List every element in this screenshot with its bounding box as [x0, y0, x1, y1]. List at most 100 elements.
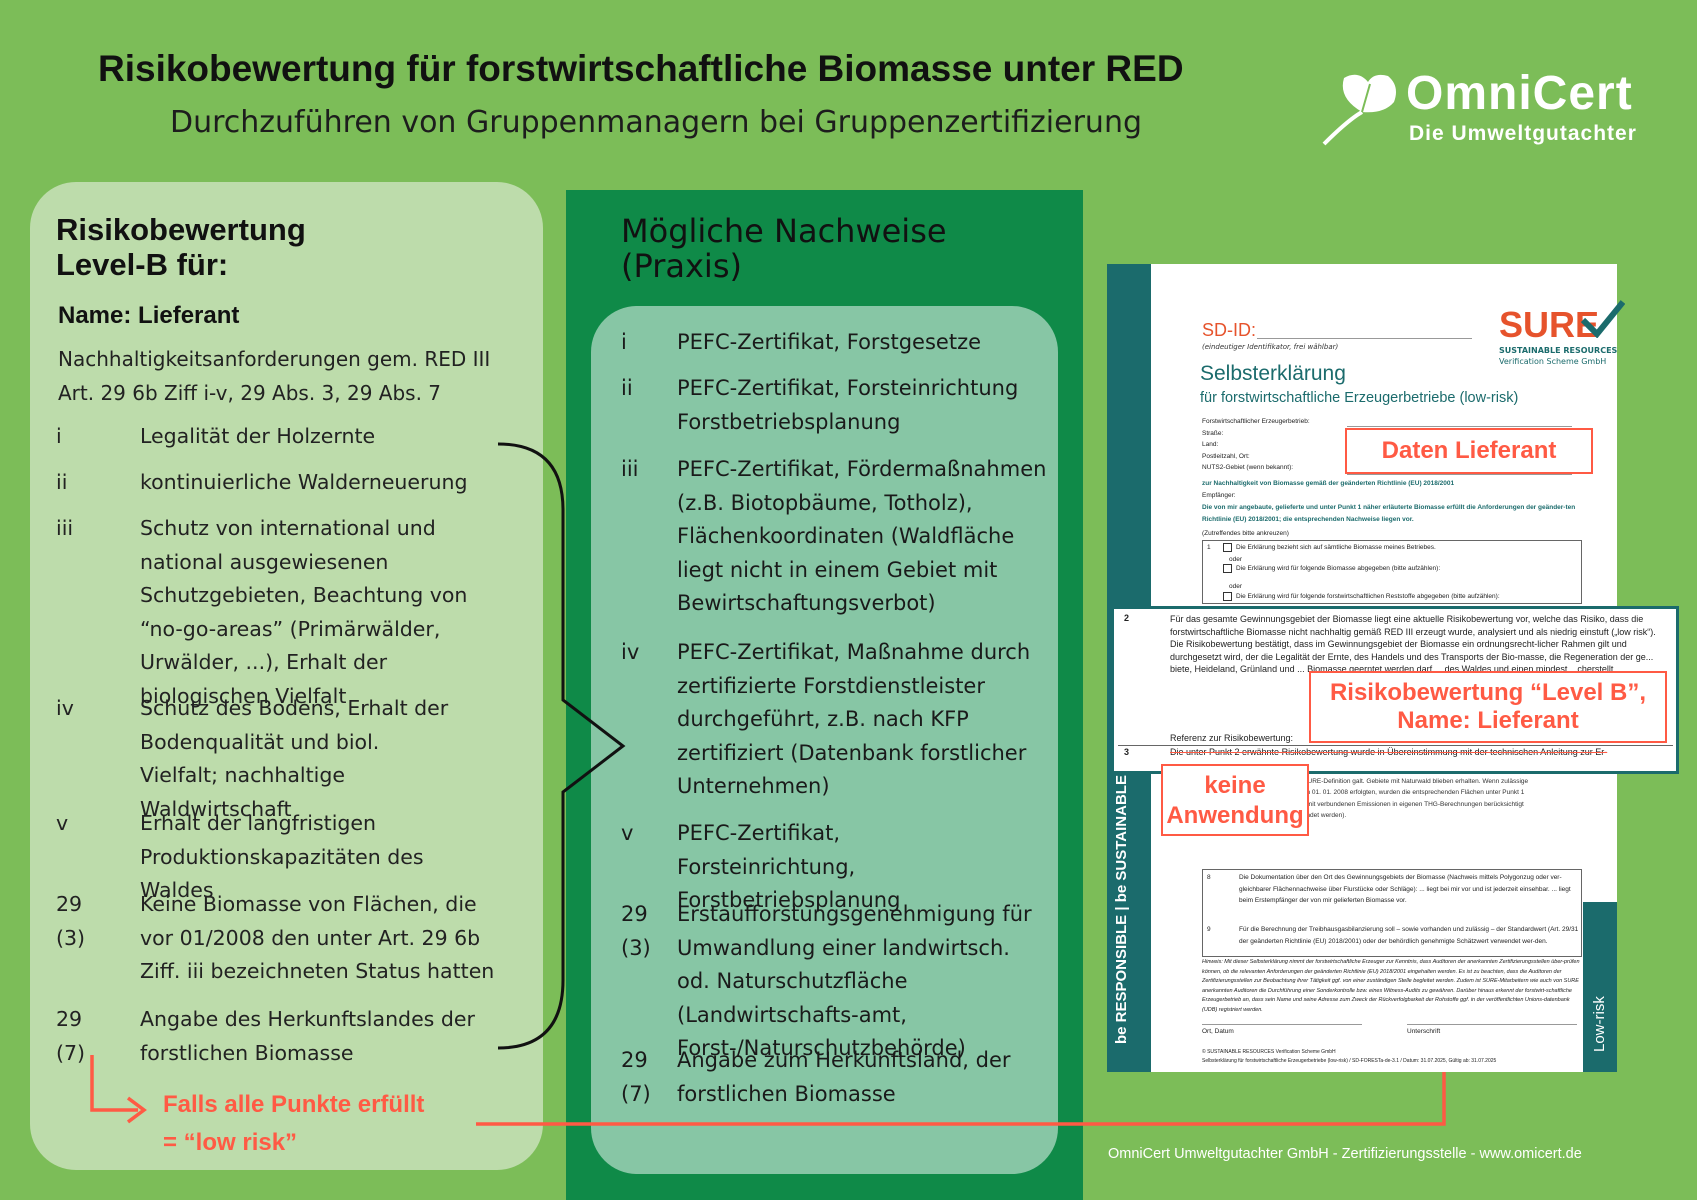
document-right-bar: Low-risk — [1583, 902, 1617, 1072]
item-number: 29 (3) — [56, 892, 86, 950]
ort-datum: Ort, Datum — [1202, 1028, 1234, 1035]
document-title: Selbsterklärung — [1200, 362, 1346, 385]
item-number: v — [56, 811, 69, 835]
item-number: 29 (7) — [621, 1048, 651, 1106]
omnicert-logo: OmniCert Die Umweltgutachter — [1318, 66, 1658, 156]
middle-heading: Mögliche Nachweise (Praxis) — [621, 214, 947, 284]
checkmark-icon — [1581, 300, 1625, 338]
low-risk-conclusion: Falls alle Punkte erfüllt = “low risk” — [163, 1086, 424, 1162]
requirement-item: 29 (7) Angabe des Herkunftslandes der fo… — [56, 1003, 486, 1070]
requirements-line1: Nachhaltigkeitsanforderungen gem. RED II… — [58, 347, 491, 371]
sure-line2: Verification Scheme GmbH — [1499, 357, 1607, 366]
item-number: i — [56, 424, 62, 448]
item-text: PEFC-Zertifikat, Forsteinrichtung, Forst… — [677, 821, 901, 912]
sure-wordmark: SURE — [1499, 304, 1600, 345]
evidence-item: v PEFC-Zertifikat, Forsteinrichtung, For… — [621, 817, 1021, 918]
zoom-text: Für das gesamte Gewinnungsgebiet der Bio… — [1170, 614, 1656, 674]
item-text: PEFC-Zertifikat, Fördermaßnahmen (z.B. B… — [677, 457, 1047, 615]
directive-line: zur Nachhaltigkeit von Biomasse gemäß de… — [1202, 480, 1455, 487]
options-box: 1 Die Erklärung bezieht sich auf sämtlic… — [1202, 540, 1582, 604]
document-subtitle: für forstwirtschaftliche Erzeugerbetrieb… — [1200, 390, 1519, 406]
form-fields: Forstwirtschaftlicher Erzeugerbetrieb: S… — [1202, 416, 1310, 474]
left-name: Name: Lieferant — [58, 302, 240, 329]
checkbox[interactable] — [1223, 591, 1232, 601]
logo-brand: OmniCert — [1406, 67, 1633, 120]
item-text: PEFC-Zertifikat, Forstgesetze — [677, 330, 982, 354]
risk-assessment-panel: Risikobewertung Level-B für: Name: Liefe… — [30, 182, 543, 1170]
checkbox[interactable] — [1223, 563, 1232, 573]
item-text: Angabe des Herkunftslandes der forstlich… — [140, 1007, 475, 1065]
callout-risk-line1: Risikobewertung “Level B”, — [1329, 679, 1647, 706]
requirements-text: Nachhaltigkeitsanforderungen gem. RED II… — [58, 342, 528, 410]
callout-risk-line2: Name: Lieferant — [1397, 707, 1579, 734]
item-text: Legalität der Holzernte — [140, 424, 376, 448]
callout-daten-lieferant: Daten Lieferant — [1345, 428, 1593, 474]
zoom-reference: Referenz zur Risikobewertung: — [1170, 733, 1294, 743]
left-heading-line2: Level-B für: — [56, 247, 229, 282]
item-number: i — [621, 330, 627, 354]
copyright: © SUSTAINABLE RESOURCES Verification Sch… — [1202, 1049, 1336, 1055]
conclusion-arrow — [90, 1055, 138, 1112]
evidence-item: iii PEFC-Zertifikat, Fördermaßnahmen (z.… — [621, 453, 1056, 621]
item-number: 29 (3) — [621, 902, 651, 960]
left-heading: Risikobewertung Level-B für: — [56, 212, 306, 282]
arrow-head-icon — [126, 1096, 147, 1124]
item-text: Angabe zum Herkunftsland, der forstliche… — [677, 1048, 1011, 1106]
item-text: Schutz von international und national au… — [140, 516, 468, 708]
conclusion-line2: = “low risk” — [163, 1129, 298, 1156]
sure-logo: SURE SUSTAINABLE RESOURCES Verification … — [1499, 300, 1625, 366]
callout-keine-line2: Anwendung — [1166, 802, 1304, 829]
oder-label: oder — [1229, 556, 1243, 563]
evidence-list: i PEFC-Zertifikat, Forstgesetze ii PEFC-… — [591, 306, 1058, 1174]
middle-heading-line2: (Praxis) — [621, 247, 742, 285]
sd-id-label: SD-ID: — [1202, 320, 1256, 340]
items-box: 8 Die Dokumentation über den Ort des Gew… — [1202, 869, 1582, 957]
item-9: Für die Berechnung der Treibhausgasbilan… — [1239, 926, 1579, 945]
middle-heading-line1: Mögliche Nachweise — [621, 212, 947, 250]
option-1[interactable]: Die Erklärung bezieht sich auf sämtliche… — [1223, 542, 1436, 554]
evidence-item: i PEFC-Zertifikat, Forstgesetze — [621, 326, 1061, 360]
field-label: NUTS2-Gebiet (wenn bekannt): — [1202, 464, 1294, 471]
callout-keine-anwendung: keine Anwendung — [1161, 764, 1309, 836]
field-label: Straße: — [1202, 429, 1224, 437]
item-number: ii — [621, 376, 633, 400]
evidence-panel: Mögliche Nachweise (Praxis) i PEFC-Zerti… — [566, 190, 1083, 1200]
checkbox[interactable] — [1223, 542, 1232, 552]
unterschrift: Unterschrift — [1407, 1028, 1441, 1035]
item-text: PEFC-Zertifikat, Forsteinrichtung Forstb… — [677, 376, 1019, 434]
item-number: iii — [56, 516, 74, 540]
footer: OmniCert Umweltgutachter GmbH - Zertifiz… — [1108, 1146, 1582, 1162]
requirement-item: ii kontinuierliche Walderneuerung — [56, 466, 526, 500]
item-text: Keine Biomasse von Flächen, die vor 01/2… — [140, 892, 495, 983]
conclusion-line1: Falls alle Punkte erfüllt — [163, 1091, 425, 1118]
sd-id-note: (eindeutiger Identifikator, frei wählbar… — [1202, 343, 1339, 351]
hinweis-text: Hinweis: Mit dieser Selbsterklärung nimm… — [1202, 959, 1580, 1013]
item-text: Erhalt der langfristigen Produktionskapa… — [140, 811, 424, 902]
requirement-item: v Erhalt der langfristigen Produktionska… — [56, 807, 496, 908]
tick-note: (Zutreffendes bitte ankreuzen) — [1202, 530, 1289, 537]
evidence-item: ii PEFC-Zertifikat, Forsteinrichtung For… — [621, 372, 1021, 439]
item-number: iv — [621, 640, 640, 664]
requirement-item: i Legalität der Holzernte — [56, 420, 526, 454]
sure-line1: SUSTAINABLE RESOURCES — [1499, 346, 1618, 355]
option-3[interactable]: Die Erklärung wird für folgende forstwir… — [1223, 591, 1500, 603]
item-number: ii — [56, 470, 68, 494]
page-title: Risikobewertung für forstwirtschaftliche… — [98, 48, 1184, 89]
item-8: Die Dokumentation über den Ort des Gewin… — [1239, 874, 1571, 904]
document-zoom-excerpt: 2 Für das gesamte Gewinnungsgebiet der B… — [1111, 606, 1679, 774]
requirement-item: iv Schutz des Bodens, Erhalt der Bodenqu… — [56, 692, 456, 826]
option-2[interactable]: Die Erklärung wird für folgende Biomasse… — [1223, 563, 1440, 575]
callout-risk-assessment: Risikobewertung “Level B”, Name: Liefera… — [1309, 671, 1667, 743]
requirement-item: 29 (3) Keine Biomasse von Flächen, die v… — [56, 888, 516, 989]
zoom-strike-text: Die unter Punkt 2 erwähnte Risikobewertu… — [1170, 747, 1608, 757]
left-heading-line1: Risikobewertung — [56, 212, 306, 247]
field-label: Land: — [1202, 441, 1219, 448]
item-text: kontinuierliche Walderneuerung — [140, 470, 468, 494]
callout-keine-line1: keine — [1204, 772, 1266, 799]
curly-bracket-icon — [497, 442, 626, 1050]
logo-tagline: Die Umweltgutachter — [1409, 122, 1637, 145]
field-label: Forstwirtschaftlicher Erzeugerbetrieb: — [1202, 418, 1310, 425]
item-number: iv — [56, 696, 74, 720]
item-number: 29 (7) — [56, 1007, 86, 1065]
item-text: PEFC-Zertifikat, Maßnahme durch zertifiz… — [677, 640, 1031, 798]
